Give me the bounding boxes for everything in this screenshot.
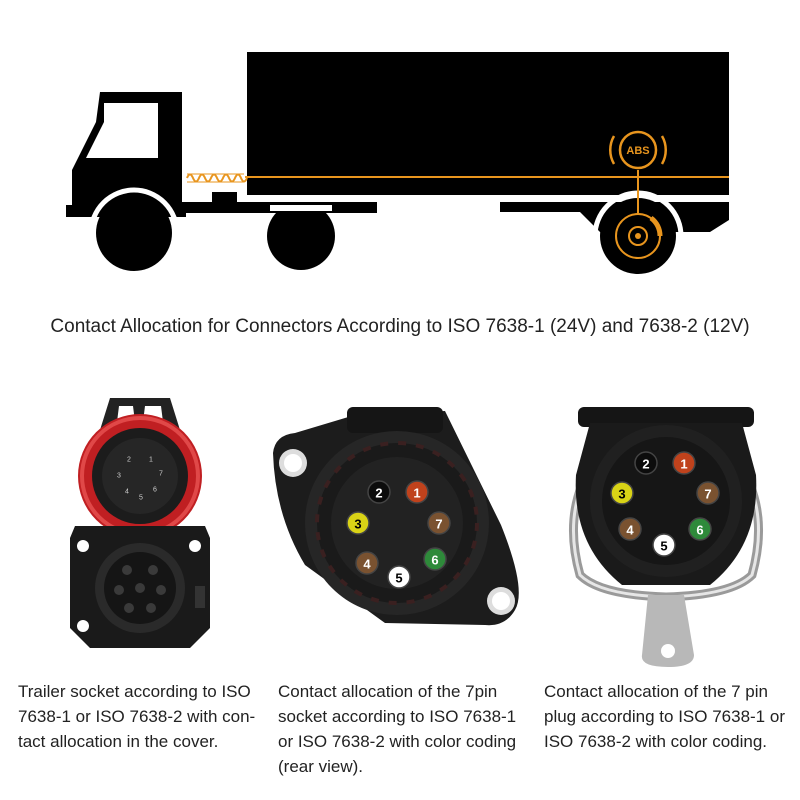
pin-label: 6 (696, 523, 703, 538)
pin-label: 5 (395, 571, 402, 586)
pin-label: 5 (660, 539, 667, 554)
caption-line: socket according to ISO 7638-1 (278, 707, 517, 726)
socket-top-tab (347, 407, 443, 433)
cover-digit: 3 (117, 473, 121, 480)
abs-label: ABS (626, 145, 649, 157)
pin-label: 1 (680, 457, 687, 472)
cover-digit: 4 (125, 489, 129, 496)
pin-1: 1 (405, 480, 429, 504)
socket-latch (195, 586, 205, 608)
pin-7: 7 (427, 511, 451, 535)
truck-illustration: ABS (66, 52, 729, 282)
pin-color-dot (367, 480, 391, 504)
flange-hole-bottom-right-inner (492, 592, 510, 610)
caption-trailer-socket: Trailer socket according to ISO 7638-1 o… (18, 679, 255, 754)
plug-photo: 1 2 3 4 5 6 7 (569, 407, 763, 667)
pin-3: 3 (610, 481, 634, 505)
pin-5: 5 (652, 533, 676, 557)
mount-hole-bottom (77, 620, 89, 632)
pin-label: 2 (642, 457, 649, 472)
cover-contact-digits: 1 2 3 4 5 6 7 (117, 457, 163, 502)
pin-color-dot (618, 517, 642, 541)
pin-3: 3 (346, 511, 370, 535)
pin-5: 5 (387, 565, 411, 589)
front-wheel (96, 195, 172, 271)
caption-plug: Contact allocation of the 7 pin plug acc… (544, 679, 785, 754)
flange-hole-top-left-inner (284, 454, 302, 472)
pin-label: 4 (363, 557, 371, 572)
caption-line: Contact allocation of the 7pin (278, 682, 498, 701)
plug-mount-bracket (641, 595, 694, 667)
caption-line: ISO 7638-2 with color coding. (544, 732, 768, 751)
pin-color-dot (634, 451, 658, 475)
caption-line: (rear view). (278, 757, 364, 776)
front-wheel-arch (88, 187, 180, 279)
rear-wheel (267, 202, 335, 270)
caption-line: or ISO 7638-2 with color coding (278, 732, 517, 751)
pin-color-dot (355, 551, 379, 575)
pin-7: 7 (696, 481, 720, 505)
pin-color-dot (346, 511, 370, 535)
plug-lip (578, 407, 754, 427)
caption-line: Trailer socket according to ISO (18, 682, 251, 701)
page-title: Contact Allocation for Connectors Accord… (50, 316, 750, 337)
pin-color-dot (427, 511, 451, 535)
brake-disc-hub (635, 233, 641, 239)
cover-digit: 7 (159, 471, 163, 478)
pin-4: 4 (618, 517, 642, 541)
pin-label: 6 (431, 553, 438, 568)
pin-color-dot (610, 481, 634, 505)
socket-rear-view-photo: 1 2 3 4 5 6 7 (273, 407, 519, 626)
mount-hole-left (77, 540, 89, 552)
pin-label: 7 (704, 487, 711, 502)
coiled-cable-icon (186, 171, 248, 185)
caption-line: Contact allocation of the 7 pin (544, 682, 768, 701)
pin-color-dot (423, 547, 447, 571)
trailer-box (247, 52, 729, 195)
bracket-hole (661, 644, 675, 658)
cover-inner-ring (102, 438, 178, 514)
plug-pins: 1 2 3 4 5 6 7 (610, 451, 720, 557)
trailer-socket-photo: 1 2 3 4 5 6 7 (70, 398, 210, 648)
pin-color-dot (696, 481, 720, 505)
caption-line: plug according to ISO 7638-1 or (544, 707, 785, 726)
socket-contact-holes (114, 565, 166, 613)
caption-line: 7638-1 or ISO 7638-2 with con- (18, 707, 256, 726)
caption-socket-rear-view: Contact allocation of the 7pin socket ac… (278, 679, 516, 779)
pin-label: 3 (618, 487, 625, 502)
cab-window (86, 103, 158, 158)
abs-warning-icon: ABS (609, 130, 667, 170)
pin-6: 6 (688, 517, 712, 541)
caption-line: tact allocation in the cover. (18, 732, 219, 751)
pin-color-dot (652, 533, 676, 557)
pin-color-dot (405, 480, 429, 504)
pin-label: 2 (375, 486, 382, 501)
mount-hole-right (189, 540, 201, 552)
pin-4: 4 (355, 551, 379, 575)
pin-1: 1 (672, 451, 696, 475)
pin-label: 3 (354, 517, 361, 532)
brake-disc-inner (628, 226, 648, 246)
chassis-bracket (212, 192, 237, 212)
rear-wheel-hub-gap (270, 205, 332, 211)
cover-digit: 5 (139, 495, 143, 502)
cover-digit: 6 (153, 487, 157, 494)
pin-6: 6 (423, 547, 447, 571)
brake-caliper (649, 215, 663, 237)
pin-color-dot (688, 517, 712, 541)
pin-2: 2 (634, 451, 658, 475)
socket-pins: 1 2 3 4 5 6 7 (346, 480, 451, 589)
pin-label: 7 (435, 517, 442, 532)
pin-color-dot (387, 565, 411, 589)
pin-label: 1 (413, 486, 420, 501)
cover-digit: 2 (127, 457, 131, 464)
pin-label: 4 (626, 523, 634, 538)
pin-2: 2 (367, 480, 391, 504)
cover-digit: 1 (149, 457, 153, 464)
pin-color-dot (672, 451, 696, 475)
